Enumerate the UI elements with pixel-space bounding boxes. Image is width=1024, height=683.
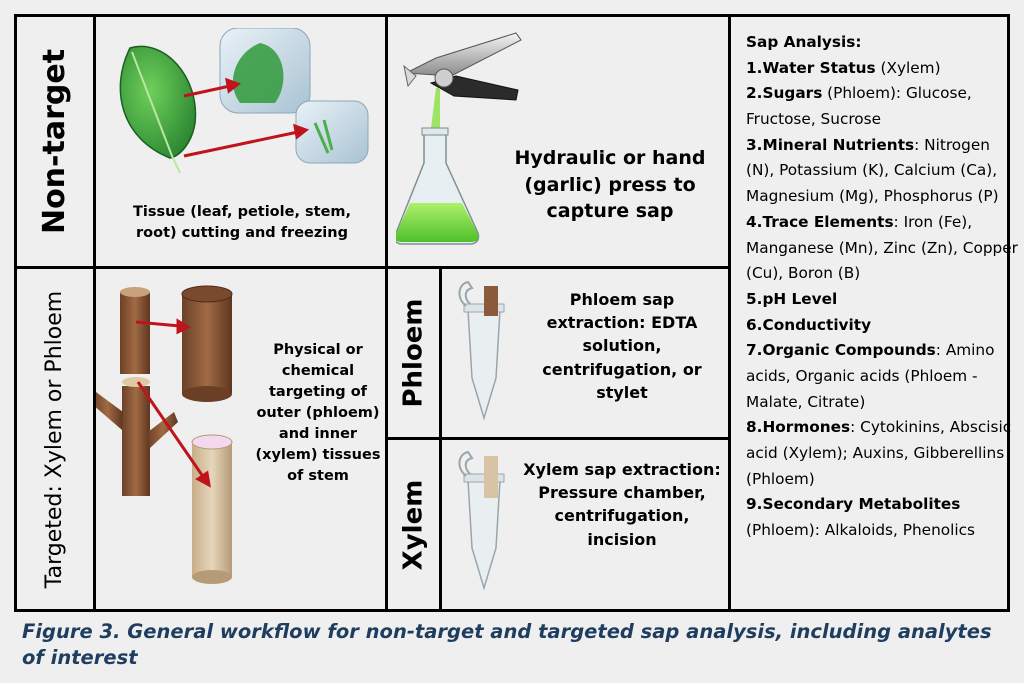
sap-analysis-item: 6.Conductivity [746,315,872,334]
leaf-icon [119,45,197,174]
sap-analysis-item: 3.Mineral Nutrients: Nitrogen (N), Potas… [746,135,1003,206]
sap-analysis-item: 1.Water Status (Xylem) [746,58,941,77]
phloem-tube-icon [181,285,233,402]
flask-icon [396,127,480,245]
microtube-icon [458,450,505,591]
sap-analysis-item: 4.Trace Elements: Iron (Fe), Manganese (… [746,212,1023,283]
phloem-microtube-illustration [458,280,505,421]
sap-analysis-item: 5.pH Level [746,289,838,308]
non-target-label: Non-target [37,48,73,235]
press-flask-illustration [396,32,522,245]
stem-targeting-caption: Physical or chemical targeting of outer … [255,342,381,485]
sap-stream [430,88,440,136]
stem-branch-icon [96,287,178,496]
phloem-extraction-caption: Phloem sap extraction: EDTA solution, ce… [542,290,702,402]
xylem-tube-icon [191,434,233,584]
xylem-extraction-caption: Xylem sap extraction: Pressure chamber, … [523,460,721,549]
figure-caption: Figure 3. General workflow for non-targe… [22,620,992,670]
targeted-label-cell [14,266,96,612]
sap-analysis-item: 2.Sugars (Phloem): Glucose, Fructose, Su… [746,84,977,129]
xylem-microtube-illustration [458,450,505,591]
stem-targeting-illustration [96,285,233,584]
sap-analysis-item: 9.Secondary Metabolites (Phloem): Alkalo… [746,495,975,540]
targeted-label: Targeted: Xylem or Phloem [42,290,68,588]
sap-analysis-list: Sap Analysis: 1.Water Status (Xylem) 2.S… [746,30,1018,544]
red-arrow-icon [135,318,211,488]
ice-cube-petiole-icon [295,100,369,164]
garlic-press-icon [403,32,522,101]
non-target-label-cell [14,14,96,269]
red-arrow-icon [183,77,310,158]
sap-analysis-item: 7.Organic Compounds: Amino acids, Organi… [746,341,1000,411]
ice-cube-leaf-icon [219,28,311,114]
microtube-icon [458,280,505,421]
leaf-freezing-illustration [119,28,369,174]
press-caption: Hydraulic or hand (garlic) press to capt… [514,147,706,223]
tissue-freezing-caption: Tissue (leaf, petiole, stem, root) cutti… [132,204,352,242]
xylem-label: Xylem [398,479,429,570]
xylem-label-cell [385,437,442,612]
sap-analysis-title: Sap Analysis: [746,33,862,51]
phloem-label: Phloem [398,298,429,408]
sap-analysis-item: 8.Hormones: Cytokinins, Abscisic acid (X… [746,418,1017,488]
sap-analysis-cell [728,14,1010,612]
